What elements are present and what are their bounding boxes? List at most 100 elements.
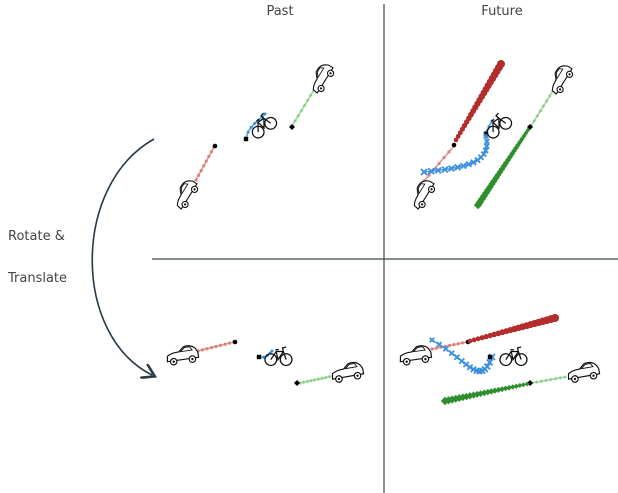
fut-car-green-prediction-point <box>513 145 519 151</box>
fut-car-green-prediction-point <box>500 162 508 170</box>
rot-fut-bike-prediction-point <box>442 345 449 352</box>
fut-car-green-history-point <box>532 119 537 123</box>
fut-car-red-prediction-point <box>497 60 505 68</box>
rot-past-bike-track-point <box>262 355 266 359</box>
past-car-red-track <box>194 145 216 182</box>
rot-past-car-green-anchor <box>294 380 300 386</box>
past-car-green-track-point <box>299 108 304 113</box>
fut-bike-prediction-point <box>441 166 449 174</box>
car-icon <box>164 343 200 367</box>
fut-car-green-prediction-point <box>525 127 531 133</box>
rot-fut-car-red-prediction <box>467 314 559 344</box>
rot-past-car-red-track-point <box>205 347 209 351</box>
past-car-green-track-point <box>293 118 298 123</box>
rotate-label: Rotate & <box>8 229 65 244</box>
past-bike-track-point <box>246 130 250 134</box>
rot-fut-bike-prediction-point <box>466 363 474 371</box>
fut-bike-prediction-point <box>460 162 467 170</box>
rot-fut-car-red-prediction-point <box>475 336 481 342</box>
rot-past-car-green-track <box>298 374 335 385</box>
rot-past-car-green-track-point <box>312 377 317 382</box>
car-icon <box>329 360 365 384</box>
rot-fut-car-red-history-point <box>434 346 438 350</box>
rot-fut-car-green-prediction-point <box>517 382 523 389</box>
rot-past-car-red-track-point <box>227 341 232 345</box>
fut-bike-prediction <box>420 133 490 176</box>
rot-past-car-green-track-point <box>309 378 313 383</box>
rot-fut-car-red-history-point <box>447 343 452 348</box>
rot-past-car-green-track-line <box>299 375 334 384</box>
past-bike-track-point <box>253 121 257 125</box>
rot-fut-car-red-prediction-point <box>471 337 477 343</box>
fut-bike-prediction-point <box>482 147 489 154</box>
past-header: Past <box>266 4 294 19</box>
fut-car-red-history-point <box>437 161 441 166</box>
past-car-red-anchor <box>212 143 218 149</box>
past-car-green-track-point <box>296 113 301 118</box>
rot-fut-car-green-prediction-point <box>520 382 526 388</box>
fut-car-green-history-point <box>538 109 543 113</box>
rot-fut-bike-prediction-point <box>436 341 443 348</box>
bicycle-icon <box>245 108 280 141</box>
past-car-red-track-point <box>202 164 206 168</box>
past-car-red-track-point <box>199 168 203 173</box>
rot-past-car-red-track-point <box>223 342 227 346</box>
rot-past-car-green-track-point <box>320 376 324 381</box>
past-bike-track-point <box>263 112 267 116</box>
past-car-green-track-point <box>302 103 307 108</box>
rot-fut-car-green-prediction-point <box>440 396 450 406</box>
rot-fut-car-green-prediction-point <box>499 386 505 393</box>
car-icon <box>407 176 438 212</box>
rot-fut-car-green-history-point <box>539 379 544 384</box>
fut-car-green-history-point <box>547 94 552 98</box>
bicycle-icon <box>499 346 528 367</box>
fut-bike-prediction-point <box>483 138 490 145</box>
rot-past-bike-track-point <box>270 349 274 353</box>
fut-car-green-prediction-point <box>490 177 498 185</box>
fut-car-green-prediction-point <box>480 192 488 200</box>
car-icon <box>565 360 601 384</box>
translate-label: Translate <box>8 271 68 286</box>
future-header: Future <box>481 4 523 19</box>
rot-fut-bike-anchor <box>487 354 493 360</box>
rot-fut-car-red-prediction-point <box>551 314 559 322</box>
fut-bike-prediction-point <box>434 166 442 174</box>
fut-bike-prediction-point <box>474 156 481 164</box>
car-icon <box>397 343 433 367</box>
rot-fut-car-green-prediction-point <box>466 392 474 400</box>
fut-car-green-prediction <box>473 127 531 210</box>
rot-past-car-red-track-point <box>200 348 205 352</box>
rot-past-car-green-track-point <box>301 380 306 385</box>
rotate-arrow <box>91 138 154 375</box>
fut-car-green-prediction-point <box>506 153 514 161</box>
fut-bike-anchor <box>483 131 489 137</box>
car-icon <box>545 61 576 97</box>
rot-fut-car-red-prediction-point <box>467 338 473 344</box>
past-car-red-track-point <box>196 173 201 177</box>
fut-car-red-history <box>422 144 456 183</box>
rot-fut-car-green-prediction-point <box>524 381 530 387</box>
rot-fut-bike-prediction-point <box>486 358 494 367</box>
fut-car-green-history-point <box>541 104 546 108</box>
rot-fut-car-red-prediction-point <box>479 335 485 341</box>
rot-fut-car-green-prediction-point <box>495 386 502 393</box>
rot-past-car-red-track <box>196 340 236 353</box>
rot-fut-car-green-history-point <box>544 378 549 383</box>
fut-car-green-prediction-point <box>515 142 521 148</box>
fut-bike-prediction-point <box>483 143 490 150</box>
fut-bike-prediction-point <box>454 163 462 171</box>
fut-car-red-prediction-point <box>453 137 459 143</box>
rot-past-car-green-track-point <box>305 379 310 384</box>
rot-fut-bike-prediction-point <box>453 354 461 361</box>
rot-fut-car-green-history-point <box>534 380 539 385</box>
past-car-green-anchor <box>289 124 295 130</box>
rot-fut-bike-prediction-point <box>448 350 455 357</box>
rot-past-car-red-track-point <box>218 343 223 347</box>
rot-fut-car-red-prediction-point <box>483 333 489 340</box>
rot-fut-bike-prediction-point <box>483 362 491 371</box>
car-icon <box>306 60 337 96</box>
fut-bike-prediction-point <box>427 167 435 175</box>
rot-fut-car-green-history-point <box>558 375 563 380</box>
past-bike-anchor <box>243 136 249 142</box>
